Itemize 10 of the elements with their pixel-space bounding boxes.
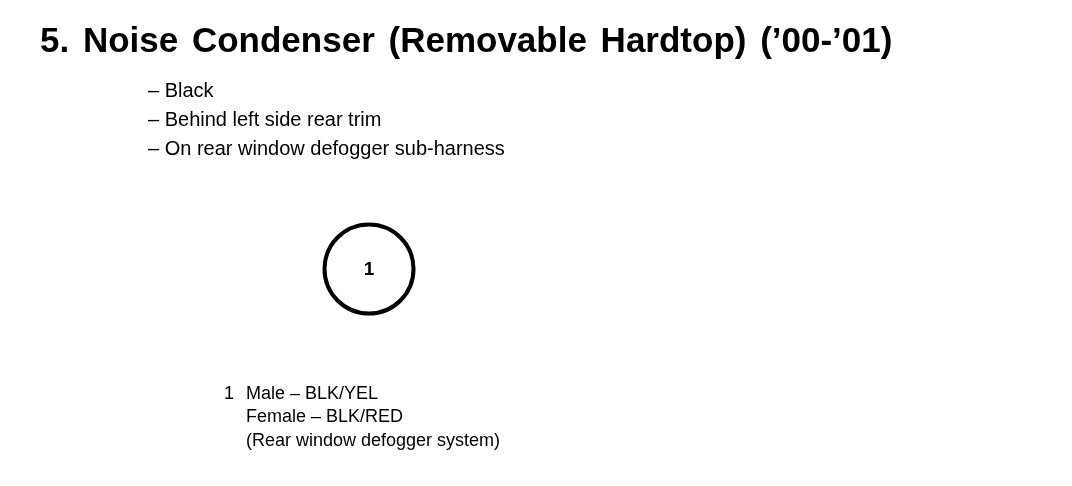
pin-description: Female – BLK/RED: [246, 407, 404, 425]
pin-description: Male – BLK/YEL: [246, 384, 379, 402]
heading: 5. Noise Condenser (Removable Hardtop) (’00-’01): [40, 22, 893, 57]
pin-number: 1: [363, 258, 375, 280]
pin-number: 1: [224, 384, 234, 402]
note: – Black: [148, 80, 214, 100]
connector-circle: [322, 222, 416, 316]
note: – On rear window defogger sub-harness: [148, 138, 505, 158]
pin-description: (Rear window defogger system): [246, 431, 501, 449]
note: – Behind left side rear trim: [148, 109, 382, 129]
